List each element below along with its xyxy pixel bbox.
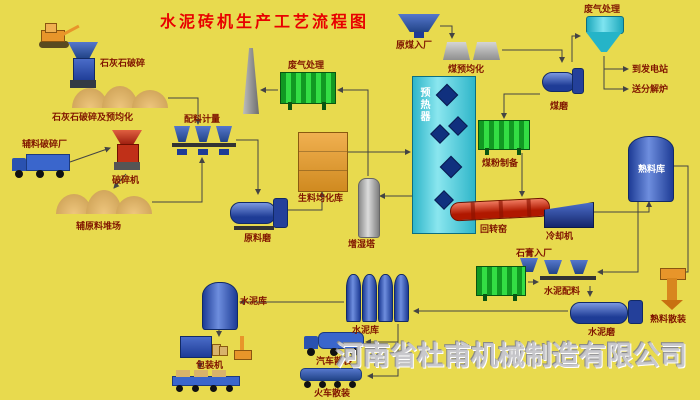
clinker-cooler bbox=[544, 202, 594, 228]
cement-mill-label: 水泥磨 bbox=[588, 327, 616, 337]
aux-crusher bbox=[112, 130, 142, 172]
raw-meal-silo-label: 生料均化库 bbox=[298, 193, 344, 203]
packing-machine bbox=[180, 332, 228, 358]
clinker-silo bbox=[628, 136, 674, 202]
kiln-dust-cyclone bbox=[582, 16, 626, 56]
to-power-label: 到发电站 bbox=[632, 64, 669, 74]
truck-bulk-label: 汽车散装 bbox=[316, 356, 353, 366]
cement-silo-group bbox=[346, 272, 410, 322]
packer-label: 包装机 bbox=[196, 360, 224, 370]
batching-label: 配料计量 bbox=[184, 114, 221, 124]
clinker-bulk-label: 熟料散装 bbox=[650, 314, 687, 324]
cement-silos-label: 水泥库 bbox=[352, 325, 380, 335]
coal-mill-label: 煤磨 bbox=[550, 101, 569, 111]
watermark: 河南省杜甫机械制造有限公司 bbox=[336, 341, 687, 371]
waste-gas-collector bbox=[280, 72, 336, 112]
raw-mill bbox=[230, 196, 288, 230]
aux-plant-label: 辅料破碎厂 bbox=[22, 139, 68, 149]
limestone-crusher bbox=[68, 42, 98, 90]
cement-dust-collector bbox=[476, 266, 526, 302]
cement-batching-label: 水泥配料 bbox=[544, 286, 581, 296]
limestone-prehomo-label: 石灰石破碎及预均化 bbox=[52, 112, 134, 122]
coal-preblending-sheds bbox=[443, 40, 501, 62]
coal-powder-plant bbox=[478, 120, 530, 156]
humidifier-label: 增湿塔 bbox=[348, 239, 376, 249]
cement-batching-hoppers bbox=[540, 260, 596, 284]
preheater-label: 预热器 bbox=[418, 87, 429, 123]
bulk-truck bbox=[304, 328, 364, 356]
raw-mill-label: 原料磨 bbox=[244, 233, 272, 243]
crusher-label: 破碎机 bbox=[112, 175, 140, 185]
cement-silo-single bbox=[202, 282, 238, 330]
bag-stacker bbox=[230, 336, 256, 360]
rotary-kiln-label: 回转窑 bbox=[480, 224, 508, 234]
batching-hoppers bbox=[172, 126, 236, 156]
coal-intake bbox=[398, 14, 440, 38]
clinker-bulk-loader bbox=[652, 268, 692, 312]
aux-stockyard-label: 辅原料堆场 bbox=[76, 221, 122, 231]
train-bulk-label: 火车散装 bbox=[314, 388, 351, 398]
excavator-icon bbox=[35, 20, 81, 48]
gypsum-entry-label: 石膏入厂 bbox=[516, 248, 553, 258]
bag-train bbox=[172, 370, 246, 392]
cement-mill bbox=[570, 298, 643, 324]
humidifying-tower bbox=[358, 178, 380, 238]
limestone-stockpile bbox=[72, 86, 168, 108]
waste-gas-label: 废气处理 bbox=[288, 60, 325, 70]
bulk-train bbox=[300, 366, 366, 388]
clinker-silo-label: 熟料库 bbox=[638, 164, 666, 174]
page-title: 水泥砖机生产工艺流程图 bbox=[160, 14, 370, 31]
aux-stockpile bbox=[56, 190, 152, 214]
delivery-truck bbox=[12, 150, 70, 178]
coal-prep-label: 煤粉制备 bbox=[482, 158, 519, 168]
coal-entry-label: 原煤入厂 bbox=[396, 40, 433, 50]
raw-meal-silo bbox=[298, 132, 348, 192]
to-calciner-label: 送分解炉 bbox=[632, 84, 669, 94]
waste-gas2-label: 废气处理 bbox=[584, 4, 621, 14]
coal-prehomo-label: 煤预均化 bbox=[448, 64, 485, 74]
cooler-label: 冷却机 bbox=[546, 231, 574, 241]
limestone-crushing-label: 石灰石破碎 bbox=[100, 58, 146, 68]
coal-mill bbox=[542, 64, 584, 98]
cement-silo2-label: 水泥库 bbox=[240, 296, 268, 306]
